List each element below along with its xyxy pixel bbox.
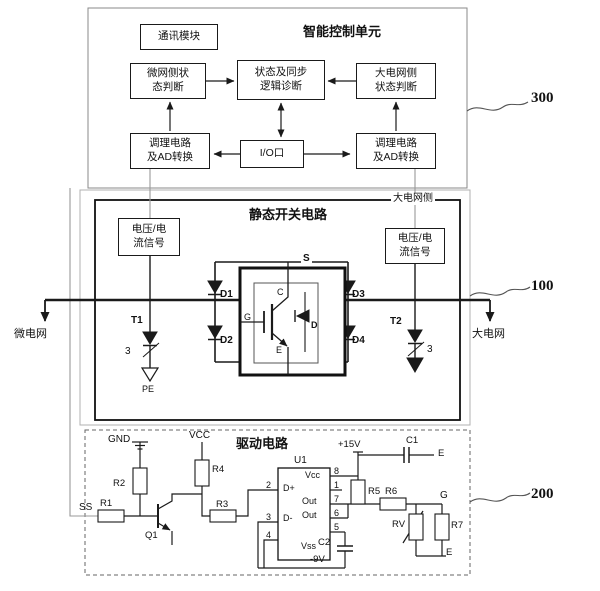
diode-d1 bbox=[207, 280, 223, 296]
drive-circuit-title: 驱动电路 bbox=[235, 436, 289, 451]
resistor-r6 bbox=[379, 497, 407, 511]
varistor-rv bbox=[408, 513, 424, 541]
io-port-block: I/O口 bbox=[240, 140, 304, 168]
r3-label: R3 bbox=[216, 499, 229, 510]
resistor-r2 bbox=[132, 467, 148, 495]
section-frames bbox=[79, 7, 471, 576]
d-label: D bbox=[311, 320, 318, 330]
section-leaders bbox=[466, 101, 531, 503]
u1-pin-num-1: 1 bbox=[334, 480, 340, 490]
phase-right-label: 3 bbox=[427, 344, 433, 355]
resistor-r5 bbox=[350, 479, 366, 505]
u1-pin-num-4: 4 bbox=[266, 530, 272, 540]
q1-label: Q1 bbox=[145, 530, 158, 541]
signal-right-block: 电压/电 流信号 bbox=[385, 228, 445, 264]
freewheel-diode bbox=[294, 292, 310, 352]
gnd-label: GND bbox=[108, 434, 131, 445]
r2-label: R2 bbox=[113, 478, 126, 489]
signal-left-block: 电压/电 流信号 bbox=[118, 218, 180, 256]
ss-label: SS bbox=[79, 502, 93, 513]
diode-d2 bbox=[207, 325, 223, 341]
maingrid-label: 大电网 bbox=[472, 328, 505, 340]
igbt-module bbox=[238, 262, 347, 377]
u1-pin-vcc: Vcc bbox=[305, 470, 321, 480]
r4-label: R4 bbox=[212, 464, 225, 475]
e-bottom-label: E bbox=[446, 547, 453, 558]
switch-circuit-graphics bbox=[40, 256, 495, 383]
e-label: E bbox=[276, 345, 283, 355]
switch-circuit-title: 静态开关电路 bbox=[248, 207, 328, 222]
t1-label: T1 bbox=[131, 315, 143, 326]
microgrid-label: 微电网 bbox=[14, 328, 47, 340]
grid-side-label: 大电网侧 bbox=[391, 193, 435, 205]
r1-label: R1 bbox=[100, 498, 113, 509]
n9v-label: -9V bbox=[310, 554, 325, 565]
u1-pin-num-3: 3 bbox=[266, 512, 272, 522]
resistor-r1 bbox=[97, 509, 125, 523]
comm-module-block: 通讯模块 bbox=[140, 24, 218, 50]
u1-pin-vss: Vss bbox=[301, 541, 317, 551]
section-number-300: 300 bbox=[531, 90, 554, 106]
section-number-200: 200 bbox=[531, 486, 554, 502]
u1-pin-num-5: 5 bbox=[334, 522, 340, 532]
rv-label: RV bbox=[392, 519, 406, 530]
u1-pin-out7: Out bbox=[302, 496, 317, 506]
resistor-r4 bbox=[194, 459, 210, 487]
u1-pin-out6: Out bbox=[302, 510, 317, 520]
d2-label: D2 bbox=[220, 335, 233, 346]
p15v-label: +15V bbox=[338, 439, 361, 450]
c2-capacitor bbox=[337, 532, 353, 568]
gate-out-label: G bbox=[440, 490, 448, 501]
q1-transistor bbox=[157, 493, 202, 545]
control-unit-arrows bbox=[166, 77, 400, 158]
u1-pin-num-2: 2 bbox=[266, 480, 272, 490]
d1-label: D1 bbox=[220, 289, 233, 300]
u1-pin-dminus: D- bbox=[283, 513, 293, 523]
section-number-100: 100 bbox=[531, 278, 554, 294]
phase-left-label: 3 bbox=[125, 346, 131, 357]
u1-label: U1 bbox=[294, 455, 307, 466]
pe-label: PE bbox=[142, 384, 155, 394]
u1-pin-num-6: 6 bbox=[334, 508, 340, 518]
u1-pin-num-7: 7 bbox=[334, 494, 340, 504]
u1-pin-num-8: 8 bbox=[334, 466, 340, 476]
c1-capacitor bbox=[358, 447, 434, 463]
ground-symbol bbox=[132, 441, 148, 468]
s-label: S bbox=[301, 253, 312, 265]
control-unit-title: 智能控制单元 bbox=[302, 24, 382, 39]
u1-pin-dplus: D+ bbox=[283, 483, 295, 493]
drive-circuit-graphics bbox=[97, 441, 450, 569]
u1-chip-body bbox=[277, 467, 331, 561]
conditioning-left-block: 调理电路 及AD转换 bbox=[130, 133, 210, 169]
d3-label: D3 bbox=[352, 289, 365, 300]
resistor-r7 bbox=[434, 513, 450, 541]
r5-label: R5 bbox=[368, 486, 381, 497]
d4-label: D4 bbox=[352, 335, 365, 346]
vcc-label: VCC bbox=[189, 430, 211, 441]
resistor-boxes bbox=[97, 459, 450, 541]
t2-label: T2 bbox=[390, 316, 402, 327]
c1-label: C1 bbox=[406, 435, 419, 446]
r7-label: R7 bbox=[451, 520, 464, 531]
micro-status-block: 微网侧状 态判断 bbox=[130, 63, 206, 99]
c-label: C bbox=[277, 287, 284, 297]
conditioning-right-block: 调理电路 及AD转换 bbox=[356, 133, 436, 169]
e-top-label: E bbox=[438, 448, 445, 459]
grid-status-block: 大电网侧 状态判断 bbox=[356, 63, 436, 99]
c2-label: C2 bbox=[318, 537, 331, 548]
t2-branch bbox=[406, 264, 425, 374]
sync-logic-block: 状态及同步 逻辑诊断 bbox=[237, 60, 325, 100]
resistor-r3 bbox=[209, 509, 237, 523]
g-label: G bbox=[244, 312, 252, 322]
t1-branch bbox=[140, 256, 160, 383]
r6-label: R6 bbox=[385, 486, 398, 497]
